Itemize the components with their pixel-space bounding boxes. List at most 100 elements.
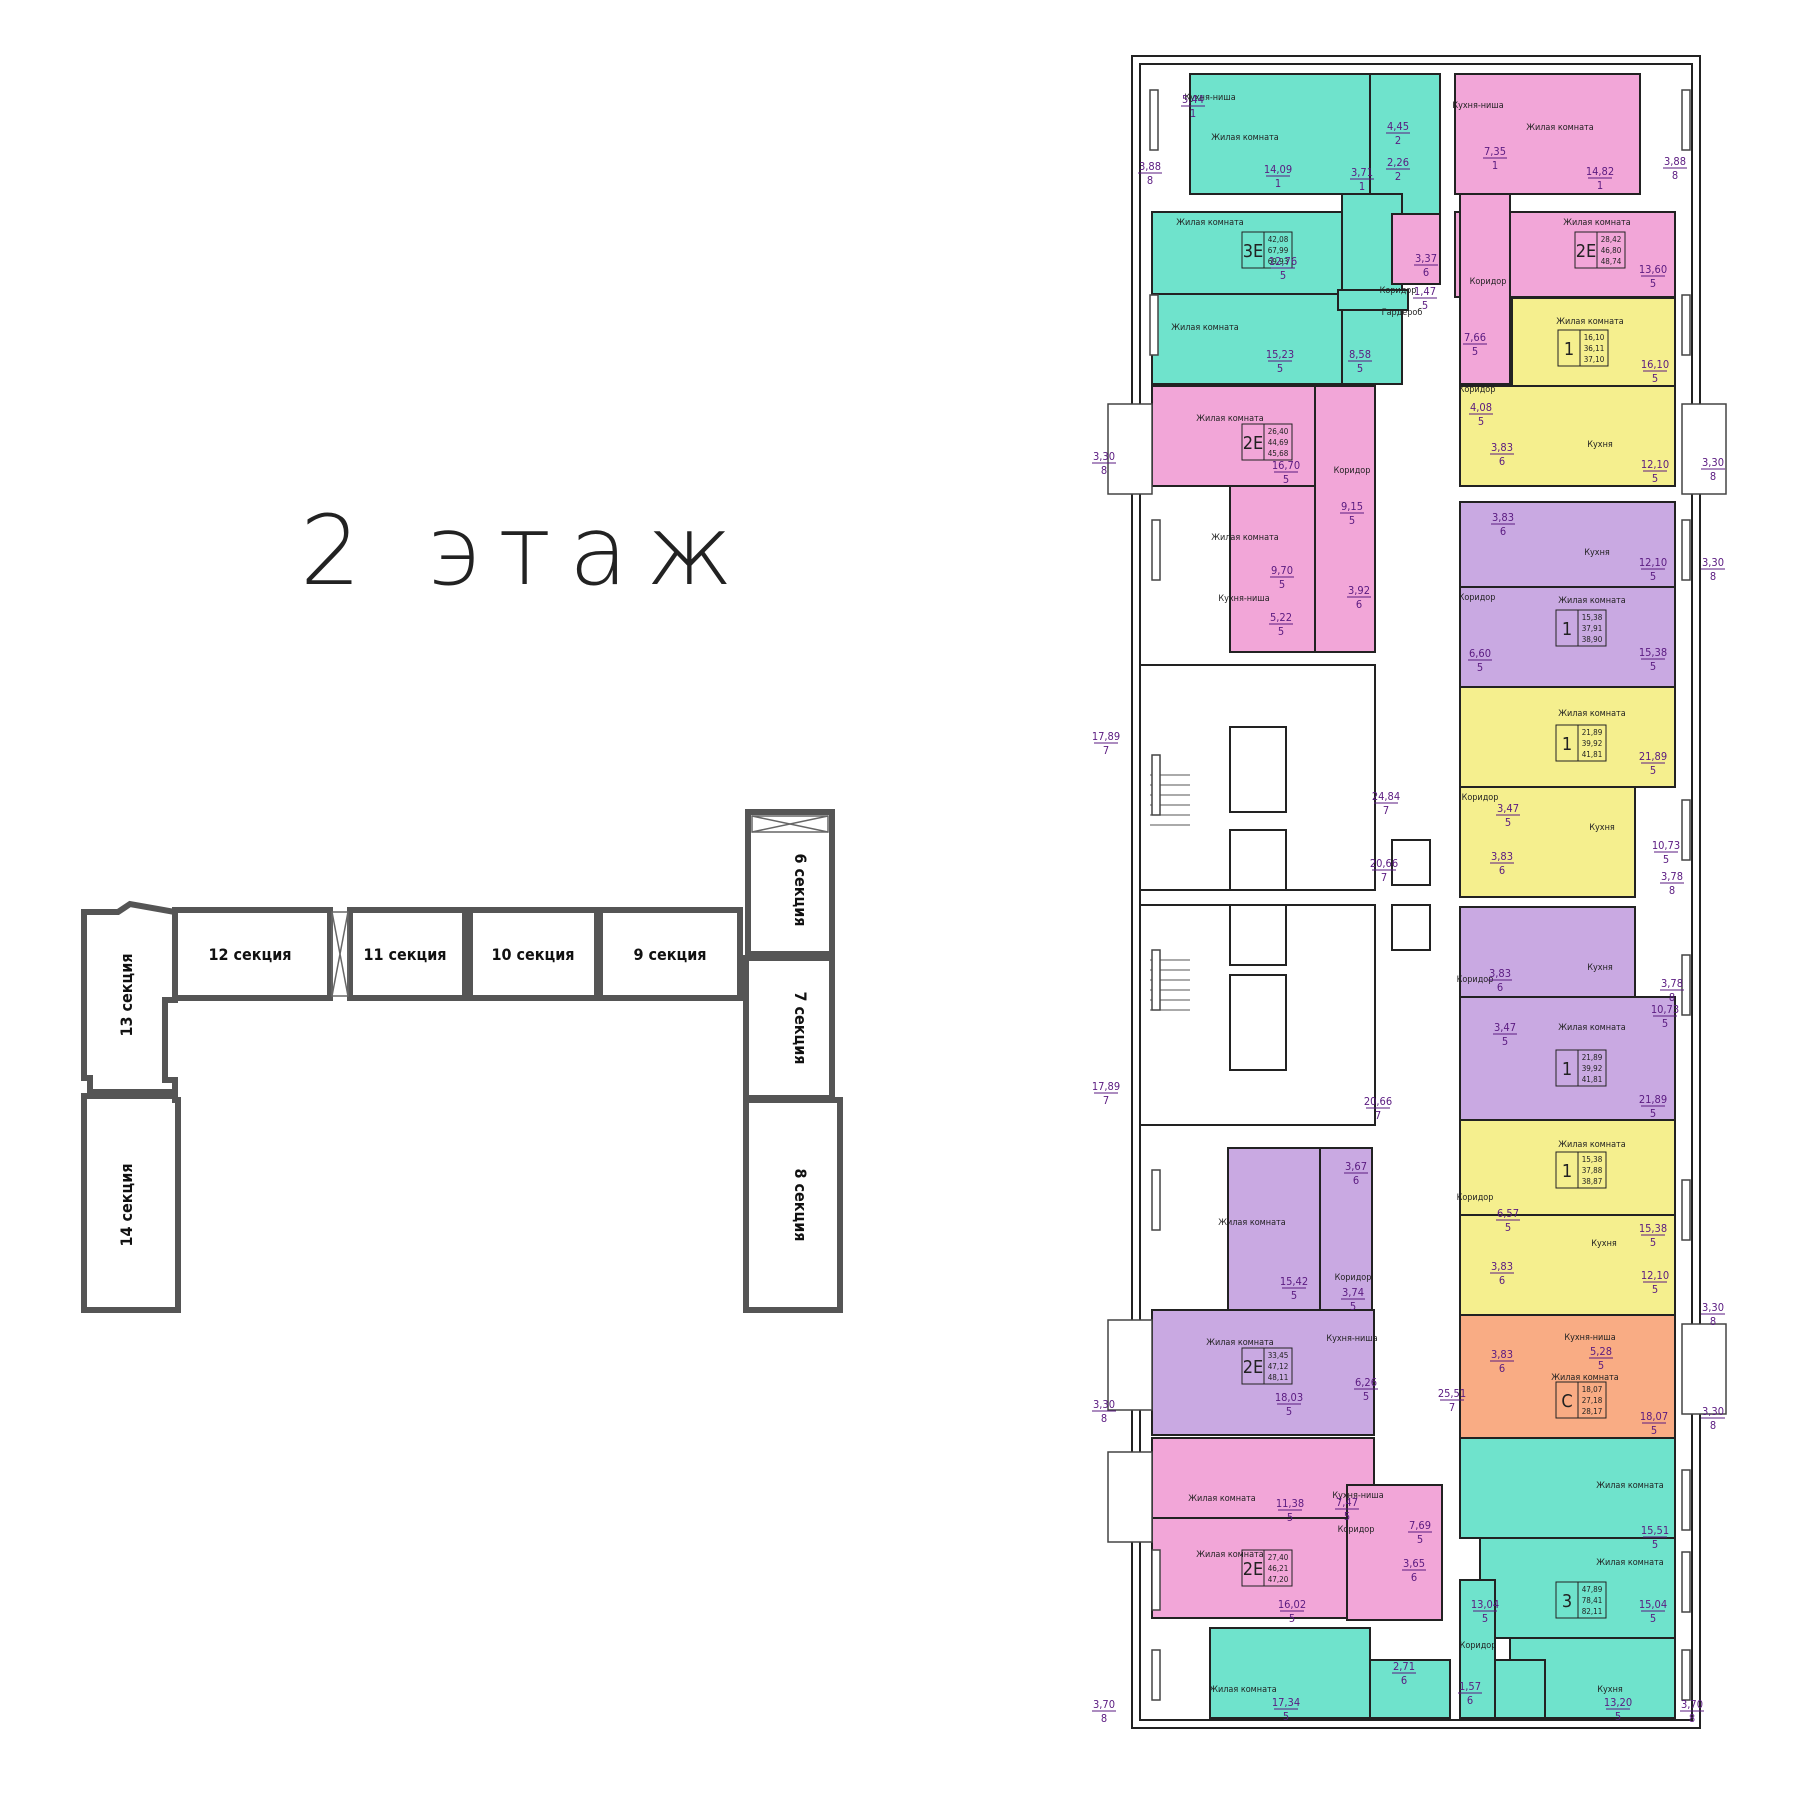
apartment-type: 1 [1564, 339, 1574, 360]
room-area-label: 15,235 [1266, 348, 1294, 375]
room-area: 16,70 [1272, 459, 1300, 472]
room-number: 2 [1395, 170, 1401, 183]
room-area: 3,92 [1348, 584, 1370, 597]
room-name: Кухня-ниша [1326, 1334, 1377, 1344]
room-number: 7 [1449, 1401, 1455, 1414]
room-area-label: 7,695 [1408, 1519, 1432, 1546]
room-fill-9 [1459, 193, 1511, 385]
apartment-area-value: 37,10 [1584, 355, 1605, 364]
room-area: 3,47 [1497, 802, 1519, 815]
room-area: 5,22 [1270, 611, 1292, 624]
room-area: 3,83 [1491, 850, 1513, 863]
room-area-label: 17,897 [1092, 1080, 1120, 1107]
room-area: 12,10 [1641, 458, 1669, 471]
room-area: 3,88 [1664, 155, 1686, 168]
room-number: 8 [1710, 570, 1716, 583]
room-area: 3,74 [1342, 1286, 1364, 1299]
room-area: 14,82 [1586, 165, 1614, 178]
room-area-label: 3,836 [1490, 1348, 1514, 1375]
room-area: 3,65 [1403, 1557, 1425, 1570]
room-area-label: 3,711 [1350, 166, 1374, 193]
room-area: 14,09 [1264, 163, 1292, 176]
apartment-area-value: 47,12 [1268, 1362, 1289, 1371]
section-label-10: 10 секция [491, 945, 574, 964]
room-number: 5 [1650, 1612, 1656, 1625]
apartment-area-value: 41,81 [1582, 750, 1603, 759]
room-number: 5 [1280, 269, 1286, 282]
room-number: 5 [1279, 578, 1285, 591]
room-area: 17,34 [1272, 1696, 1300, 1709]
section-8-outline [743, 1097, 843, 1313]
apartment-area-value: 28,17 [1582, 1407, 1603, 1416]
apartment-area-value: 27,40 [1268, 1553, 1289, 1562]
room-number: 5 [1502, 1035, 1508, 1048]
room-name: Жилая комната [1556, 317, 1623, 327]
room-area-label: 3,836 [1490, 1260, 1514, 1287]
room-name: Коридор [1459, 593, 1496, 603]
room-name: Коридор [1457, 1193, 1494, 1203]
room-number: 6 [1401, 1674, 1407, 1687]
room-number: 5 [1652, 1538, 1658, 1551]
room-area: 12,76 [1269, 255, 1297, 268]
room-area-label: 3,708 [1092, 1698, 1116, 1725]
room-area-label: 13,605 [1639, 263, 1667, 290]
room-fill-33 [1459, 1579, 1496, 1719]
section-label-6: 6 секция [791, 853, 810, 926]
section-label-12: 12 секция [208, 945, 291, 964]
room-name: Жилая комната [1188, 1494, 1255, 1504]
section-label-14: 14 секция [117, 1163, 136, 1246]
room-fill-17 [1459, 586, 1676, 688]
room-number: 1 [1359, 180, 1365, 193]
room-area-label: 4,452 [1386, 120, 1410, 147]
apartment-area-value: 33,45 [1268, 1351, 1289, 1360]
section-6-outline [745, 809, 835, 957]
room-area: 13,04 [1471, 1598, 1499, 1611]
room-number: 5 [1344, 1510, 1350, 1523]
section-label-13: 13 секция [117, 953, 136, 1036]
room-name: Коридор [1460, 1641, 1497, 1651]
room-number: 8 [1101, 464, 1107, 477]
room-number: 5 [1652, 372, 1658, 385]
window-14 [1681, 519, 1691, 581]
room-number: 5 [1357, 362, 1363, 375]
room-fill-22 [1459, 1119, 1676, 1216]
room-name: Жилая комната [1558, 709, 1625, 719]
window-7 [1107, 1319, 1153, 1411]
apartment-area-value: 21,89 [1582, 1053, 1603, 1062]
room-name: Коридор [1334, 466, 1371, 476]
room-area-label: 7,475 [1335, 1496, 1359, 1523]
apartment-type: 2Е [1243, 1559, 1264, 1580]
room-fill-35 [1494, 1659, 1546, 1719]
room-area-label: 7,351 [1483, 145, 1507, 172]
window-18 [1681, 1323, 1727, 1415]
apartment-area-value: 16,10 [1584, 333, 1605, 342]
apartment-area-value: 37,91 [1582, 624, 1603, 633]
apartment-type: 2Е [1243, 1357, 1264, 1378]
room-number: 6 [1497, 981, 1503, 994]
room-name: Кухня [1591, 1239, 1617, 1249]
room-number: 8 [1669, 991, 1675, 1004]
room-area-label: 3,308 [1092, 450, 1116, 477]
stair-lift-core [1139, 664, 1431, 1126]
room-area: 15,23 [1266, 348, 1294, 361]
room-area-label: 9,155 [1340, 500, 1364, 527]
room-area: 17,89 [1092, 730, 1120, 743]
section-12-outline [172, 907, 333, 1001]
room-name: Коридор [1380, 286, 1417, 296]
apartment-type: 2Е [1576, 241, 1597, 262]
room-area: 3,83 [1491, 441, 1513, 454]
room-number: 5 [1650, 660, 1656, 673]
room-area-label: 3,745 [1341, 1286, 1365, 1313]
room-fill-3 [1151, 293, 1343, 385]
apartment-area-value: 38,90 [1582, 635, 1603, 644]
room-area: 18,07 [1640, 1410, 1668, 1423]
room-area-label: 3,308 [1701, 456, 1725, 483]
room-name: Гардероб [1382, 307, 1423, 318]
room-area: 3,71 [1351, 166, 1373, 179]
